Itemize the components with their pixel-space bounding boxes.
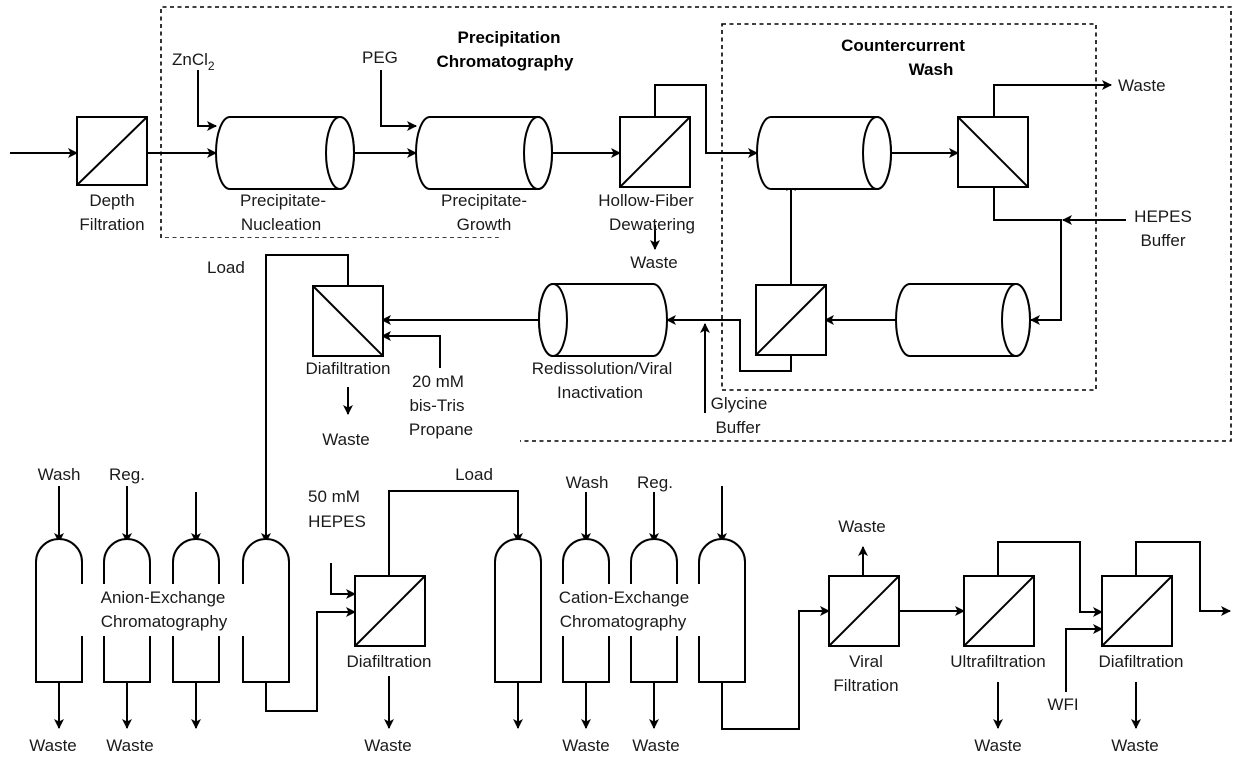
wash-tank-1 — [756, 116, 892, 190]
hollow-fiber-label-1: Hollow-Fiber — [598, 191, 694, 210]
viral-label-2: Filtration — [833, 676, 898, 695]
load-top-label: Load — [207, 258, 245, 277]
ultrafiltration-waste-label: Waste — [974, 736, 1022, 755]
cex-waste-label-2: Waste — [632, 736, 680, 755]
growth-tank — [415, 116, 553, 190]
diafiltration2-label: Diafiltration — [346, 652, 431, 671]
aex-reg-label: Reg. — [109, 465, 145, 484]
nucleation-label-1: Precipitate- — [240, 191, 326, 210]
growth-label-1: Precipitate- — [441, 191, 527, 210]
diafiltration2-waste-label: Waste — [364, 736, 412, 755]
diafiltration3-label: Diafiltration — [1098, 652, 1183, 671]
filter-to-redissolution-arrow — [666, 315, 792, 372]
aex-waste-label-1: Waste — [29, 736, 77, 755]
wash-filter-1 — [957, 116, 1029, 188]
diafiltration3-waste-label: Waste — [1111, 736, 1159, 755]
zncl2-label: ZnCl2 — [172, 50, 215, 73]
hollow-fiber-waste-label: Waste — [630, 253, 678, 272]
zncl2-arrow — [197, 70, 217, 131]
glycine-label-1: Glycine — [711, 394, 768, 413]
aex-label-1: Anion-Exchange — [101, 588, 226, 607]
redissolution-label-1: Redissolution/Viral — [532, 359, 672, 378]
load-to-aex-arrow — [261, 254, 349, 543]
load-mid-label: Load — [455, 465, 493, 484]
diafiltration1-label: Diafiltration — [305, 359, 390, 378]
redissolution-tank — [538, 283, 668, 357]
diafiltration1-waste-label: Waste — [322, 430, 370, 449]
cex-wash-label: Wash — [566, 473, 609, 492]
countercurrent-wash-boundary — [721, 23, 1097, 391]
peg-arrow — [380, 70, 417, 131]
bistris-label-3: Propane — [409, 420, 473, 439]
hepes-buffer-label-2: Buffer — [1140, 231, 1185, 250]
bistris-label-1: 20 mM — [412, 372, 464, 391]
nucleation-label-2: Nucleation — [241, 215, 321, 234]
viral-label-1: Viral — [849, 652, 883, 671]
hollow-fiber-label-2: Dewatering — [609, 215, 695, 234]
viral-filter — [828, 575, 900, 647]
countercurrent-title-line1: Countercurrent — [841, 36, 965, 55]
depth-filtration-label-2: Filtration — [79, 215, 144, 234]
depth-filter — [76, 116, 148, 186]
ultrafiltration-filter — [963, 575, 1035, 647]
bistris-arrow — [381, 331, 441, 368]
uf-to-diafiltration-arrow — [997, 541, 1103, 617]
waste-top-label: Waste — [1118, 76, 1166, 95]
aex-waste-label-2: Waste — [106, 736, 154, 755]
wash-tank-2 — [895, 283, 1031, 357]
aex-column-1 — [35, 538, 83, 683]
bistris-label-2: bis-Tris — [409, 396, 464, 415]
peg-label: PEG — [362, 48, 398, 67]
aex-to-diafiltration-arrow — [265, 607, 356, 712]
aex-wash-label: Wash — [38, 465, 81, 484]
precip-title-line2: Chromatography — [437, 52, 575, 71]
product-out-arrow — [1135, 541, 1231, 616]
cex-label-2: Chromatography — [560, 612, 687, 631]
filter-to-wash2-arrow — [993, 187, 1062, 325]
wfi-label: WFI — [1047, 695, 1078, 714]
cex-label-1: Cation-Exchange — [559, 588, 689, 607]
diafiltration-filter-3 — [1101, 575, 1173, 647]
cex-reg-label: Reg. — [637, 473, 673, 492]
diafiltration-filter-2 — [354, 575, 426, 647]
depth-filtration-label-1: Depth — [89, 191, 134, 210]
cex-column-1 — [494, 538, 542, 683]
wash-filter-2 — [755, 284, 827, 356]
ultrafiltration-label: Ultrafiltration — [950, 652, 1045, 671]
cex-column-4 — [698, 538, 746, 683]
hepes50-label-2: HEPES — [308, 512, 366, 531]
hepes50-label-1: 50 mM — [308, 487, 360, 506]
precip-title-line1: Precipitation — [458, 28, 561, 47]
wfi-arrow — [1065, 624, 1103, 712]
hollow-fiber-filter — [619, 116, 691, 188]
redissolution-label-2: Inactivation — [557, 383, 643, 402]
hepes-buffer-label-1: HEPES — [1134, 207, 1192, 226]
hepes50-arrow — [330, 563, 356, 599]
wash-waste-arrow — [993, 80, 1112, 117]
aex-label-2: Chromatography — [101, 612, 228, 631]
growth-label-2: Growth — [457, 215, 512, 234]
glycine-label-2: Buffer — [715, 418, 760, 437]
viral-waste-label: Waste — [838, 517, 886, 536]
countercurrent-title-line2: Wash — [909, 60, 954, 79]
cex-waste-label-1: Waste — [562, 736, 610, 755]
hollowfiber-to-wash1-arrow — [654, 84, 758, 158]
aex-column-4 — [242, 538, 290, 683]
diafiltration-filter-1 — [312, 285, 384, 357]
cex-to-viral-arrow — [721, 606, 830, 730]
nucleation-tank — [215, 116, 355, 190]
diafiltration2-to-cex-load-arrow — [388, 490, 523, 576]
